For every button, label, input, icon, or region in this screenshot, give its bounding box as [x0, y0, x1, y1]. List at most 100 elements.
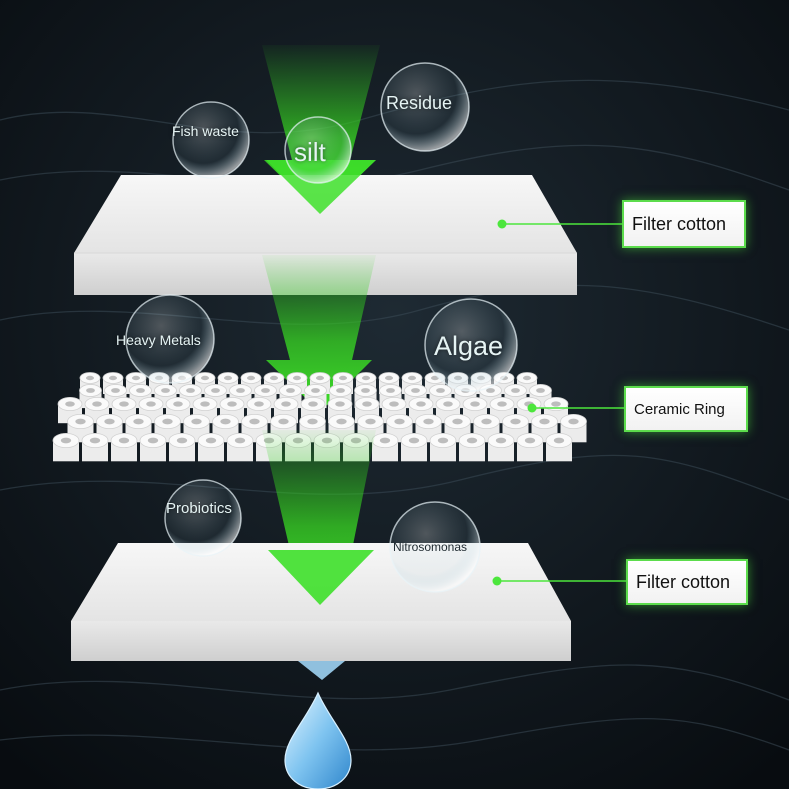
water-drop-icon: [284, 691, 352, 789]
ceramic-ring-hole: [191, 418, 202, 425]
ceramic-ring-hole: [173, 401, 183, 407]
callout-filter-cotton-bottom: Filter cotton: [626, 559, 748, 605]
ceramic-ring-hole: [486, 388, 495, 393]
ceramic-ring-hole: [389, 401, 399, 407]
ceramic-ring-hole: [227, 401, 237, 407]
ceramic-ring-hole: [147, 437, 159, 444]
callout-filter-cotton-top: Filter cotton: [622, 200, 746, 248]
bubble-heavy-metals: [125, 294, 215, 384]
ceramic-ring-hole: [75, 418, 86, 425]
bubble-nitrosomonas: [389, 501, 481, 593]
callout-label: Filter cotton: [632, 213, 727, 234]
ceramic-ring-hole: [362, 401, 372, 407]
ceramic-ring-hole: [339, 375, 347, 381]
callout-label: Filter cotton: [636, 571, 731, 592]
ceramic-ring-hole: [411, 388, 420, 393]
ceramic-ring-hole: [133, 418, 144, 425]
ceramic-ring-hole: [437, 437, 449, 444]
bubble-label-heavy-metals: Heavy Metals: [116, 332, 201, 348]
ceramic-ring-hole: [146, 401, 156, 407]
ceramic-ring-hole: [497, 401, 507, 407]
bubble-silt: [284, 116, 352, 184]
ceramic-ring-hole: [311, 388, 320, 393]
ceramic-ring-hole: [568, 418, 579, 425]
ceramic-ring-hole: [186, 388, 195, 393]
ceramic-ring-hole: [254, 401, 264, 407]
ceramic-ring-hole: [161, 388, 170, 393]
ceramic-ring-hole: [436, 388, 445, 393]
ceramic-ring-hole: [261, 388, 270, 393]
ceramic-ring-hole: [270, 375, 278, 381]
ceramic-ring-hole: [200, 401, 210, 407]
ceramic-ring-hole: [308, 401, 318, 407]
ceramic-ring-hole: [224, 375, 232, 381]
ceramic-ring-hole: [336, 418, 347, 425]
water-ripples: [0, 79, 789, 751]
ceramic-ring-hole: [524, 437, 536, 444]
ceramic-ring-hole: [365, 418, 376, 425]
ceramic-ring-hole: [281, 401, 291, 407]
ceramic-ring-hole: [423, 418, 434, 425]
ceramic-ring-hole: [278, 418, 289, 425]
ceramic-ring-hole: [307, 418, 318, 425]
bubble-algae: [424, 298, 518, 392]
ceramic-ring-hole: [89, 437, 101, 444]
ceramic-ring-hole: [249, 418, 260, 425]
bubble-fish-waste: [172, 101, 250, 179]
ceramic-ring-hole: [162, 418, 173, 425]
bubble-label-algae: Algae: [434, 331, 504, 361]
ceramic-ring-hole: [443, 401, 453, 407]
ceramic-ring-hole: [220, 418, 231, 425]
bubbles: [125, 62, 518, 593]
ceramic-ring-hole: [536, 388, 545, 393]
ceramic-ring-hole: [293, 375, 301, 381]
ceramic-ring-hole: [394, 418, 405, 425]
ceramic-ring-hole: [470, 401, 480, 407]
down-arrow-icon: [266, 160, 376, 214]
ceramic-ring-hole: [118, 437, 130, 444]
ceramic-ring-hole: [335, 401, 345, 407]
ceramic-ring-hole: [362, 375, 370, 381]
ceramic-ring-hole: [234, 437, 246, 444]
ceramic-ring-hole: [511, 388, 520, 393]
bubble-label-residue: Residue: [386, 93, 453, 113]
bubble-label-fish-waste: Fish waste: [172, 123, 239, 139]
ceramic-ring-hole: [385, 375, 393, 381]
bubble-label-nitrosomonas: Nitrosomonas: [393, 540, 468, 554]
ceramic-ring-hole: [466, 437, 478, 444]
ceramic-ring-hole: [539, 418, 550, 425]
ceramic-ring-hole: [65, 401, 75, 407]
bubble-label-silt: silt: [294, 137, 326, 167]
callout-label: Ceramic Ring: [634, 400, 725, 418]
ceramic-ring-hole: [336, 388, 345, 393]
ceramic-ring-hole: [60, 437, 72, 444]
leader-dots: [492, 219, 537, 586]
callout-ceramic-ring: Ceramic Ring: [624, 386, 748, 432]
ceramic-ring-hole: [201, 375, 209, 381]
ceramic-ring-hole: [551, 401, 561, 407]
leader-lines: [497, 223, 626, 582]
ceramic-ring-hole: [92, 401, 102, 407]
ceramic-ring-hole: [553, 437, 565, 444]
ceramic-ring-hole: [452, 418, 463, 425]
ceramic-ring-hole: [386, 388, 395, 393]
bubble-probiotics: [164, 479, 242, 557]
ceramic-ring-hole: [132, 375, 140, 381]
ceramic-ring-hole: [111, 388, 120, 393]
ceramic-ring-hole: [379, 437, 391, 444]
ceramic-ring-hole: [361, 388, 370, 393]
ceramic-ring-hole: [247, 375, 255, 381]
ceramic-ring-hole: [86, 388, 95, 393]
ceramic-ring-hole: [104, 418, 115, 425]
ceramic-ring-hole: [495, 437, 507, 444]
ceramic-ring-hole: [523, 375, 531, 381]
ceramic-ring-hole: [119, 401, 129, 407]
ceramic-ring-hole: [86, 375, 94, 381]
drip: [298, 661, 345, 680]
ceramic-ring-hole: [205, 437, 217, 444]
ceramic-ring-hole: [316, 375, 324, 381]
ceramic-ring-hole: [236, 388, 245, 393]
down-arrow-icon: [268, 550, 374, 605]
ceramic-ring-hole: [481, 418, 492, 425]
ceramic-ring-hole: [408, 375, 416, 381]
